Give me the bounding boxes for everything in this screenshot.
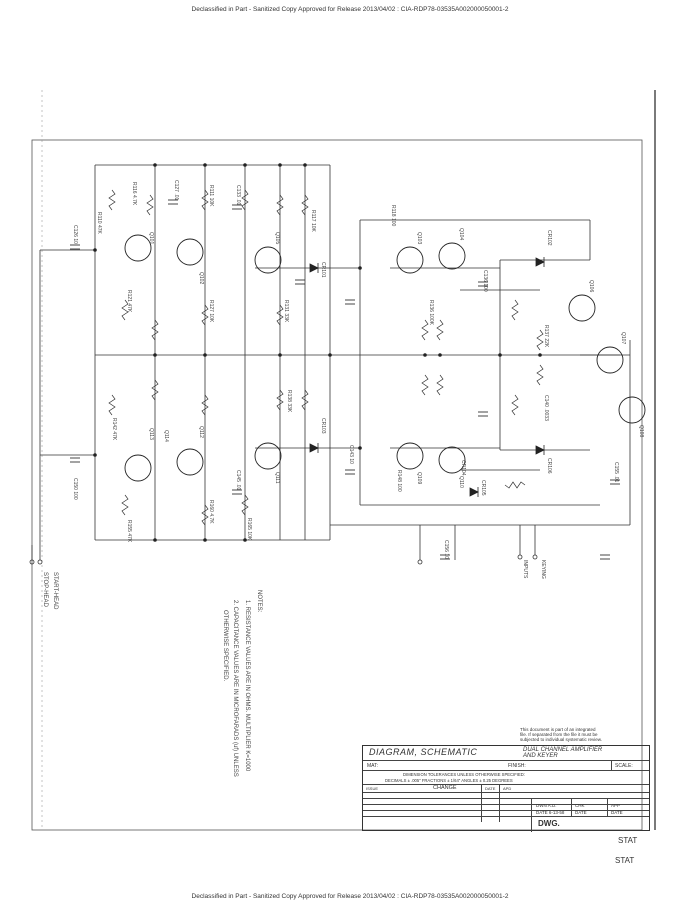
label-c145: C145 .01 [235, 470, 241, 491]
integrated-file-notice: This document is part of an integrated f… [520, 727, 603, 742]
label-c150: C150 100 [72, 478, 78, 500]
label-cr103: CR103 [320, 418, 326, 434]
approved-by: APP [611, 803, 621, 808]
inputs-label: INPUTS [522, 560, 528, 579]
label-q105: Q105 [274, 232, 280, 244]
label-q109: Q109 [416, 472, 422, 484]
junction-dots [93, 163, 542, 542]
label-r165: R165 10K [246, 518, 252, 541]
note-3: OTHERWISE SPECIFIED. [222, 610, 228, 682]
label-r131: R131 33K [283, 300, 289, 323]
note-2: 2. CAPACITANCE VALUES ARE IN MICROFARADS… [232, 600, 238, 777]
label-r118: R118 100 [390, 205, 396, 227]
transistor-q111 [254, 442, 282, 470]
checked-date: DATE [575, 810, 587, 815]
checked-by: CHK [575, 803, 585, 808]
label-r148: R148 100 [396, 470, 402, 492]
keying-label: KEYING [540, 560, 546, 579]
label-q104: Q104 [458, 228, 464, 240]
transistor-q101 [124, 234, 152, 262]
label-q108: Q108 [638, 425, 644, 437]
label-c133: C133 .01 [235, 185, 241, 206]
transistor-q102 [176, 238, 204, 266]
label-r127: R127 10K [208, 300, 214, 323]
note-1: 1. RESISTANCE VALUES ARE IN OHMS. MULTIP… [244, 600, 250, 772]
stat-stamp-1: STAT [618, 836, 638, 845]
label-q111: Q111 [274, 472, 280, 484]
label-c136: C136 100 [482, 270, 488, 292]
diode-symbols [309, 257, 545, 497]
label-cr102: CR102 [546, 230, 552, 246]
drawing-number: DWG. [538, 819, 560, 828]
notes-heading: NOTES: [256, 590, 262, 613]
label-q102: Q102 [198, 272, 204, 284]
transistor-q104 [438, 242, 466, 270]
transistor-q108 [618, 396, 646, 424]
drawing-subtitle-2: AND KEYER [523, 753, 558, 759]
transistor-q103 [396, 246, 424, 274]
label-q101: Q101 [148, 232, 154, 244]
label-cr106: CR106 [546, 458, 552, 474]
label-q113: Q113 [148, 428, 154, 440]
label-q114: Q114 [163, 430, 169, 442]
resistor-symbols [108, 189, 544, 526]
component-labels: R110 47K R111 10K R116 4.7K R117 10K R11… [72, 180, 644, 559]
input-terminals [29, 525, 538, 565]
label-c127: C127 .01 [173, 180, 179, 201]
label-cr101: CR101 [320, 262, 326, 278]
revision-header-row: ISSUE CHANGE DATE APD [363, 784, 649, 792]
approved-date: DATE [611, 810, 623, 815]
label-c126: C126 10 [72, 225, 78, 244]
label-c143: C143 10 [348, 445, 354, 464]
start-head-label: START-HEAD [52, 572, 58, 610]
label-q110: Q110 [458, 476, 464, 488]
label-r160: R160 4.7K [208, 500, 214, 524]
capacitor-symbols [70, 199, 620, 560]
tolerance-row: DIMENSION TOLERANCES UNLESS OTHERWISE SP… [363, 770, 649, 784]
label-q106: Q106 [588, 280, 594, 292]
transistor-symbols [124, 234, 646, 482]
transistor-q112 [176, 448, 204, 476]
label-r111: R111 10K [208, 185, 214, 207]
drawn-date: DATE 6-13-58 [536, 810, 565, 815]
label-r142: R142 47K [111, 418, 117, 441]
label-q107: Q107 [620, 332, 626, 344]
rail-lines [39, 164, 631, 545]
drawing-subtitle-1: DUAL CHANNEL AMPLIFIER [523, 747, 603, 753]
transistor-q107 [596, 346, 624, 374]
label-c155: C155 .01 [613, 462, 619, 483]
label-r136: R136 100K [428, 300, 434, 326]
label-cr105: CR105 [480, 480, 486, 496]
label-r137: R137 22K [543, 325, 549, 348]
label-r117: R117 10K [310, 210, 316, 233]
declassification-header: Declassified in Part - Sanitized Copy Ap… [191, 6, 509, 13]
label-r116: R116 4.7K [131, 182, 137, 206]
mat-finish-row: MAT: FINISH: SCALE: [363, 760, 649, 770]
stop-head-label: STOP-HEAD [42, 572, 48, 607]
drawn-by: DWN A.D. [536, 803, 557, 808]
label-q112: Q112 [198, 426, 204, 438]
transistor-q113 [124, 454, 152, 482]
transistor-q110 [438, 446, 466, 474]
stat-stamp-2: STAT [615, 856, 635, 865]
label-r155: R155 47K [126, 520, 132, 543]
transistor-q109 [396, 442, 424, 470]
label-r138: R138 33K [286, 390, 292, 413]
label-r110: R110 47K [96, 212, 102, 235]
title-block: DIAGRAM, SCHEMATIC DUAL CHANNEL AMPLIFIE… [362, 745, 650, 832]
label-c140: C140 .0033 [543, 395, 549, 421]
declassification-footer: Declassified in Part - Sanitized Copy Ap… [191, 893, 509, 900]
label-cr104: CR104 [460, 460, 466, 476]
transistor-q106 [568, 294, 596, 322]
label-c156: C156 10 [443, 540, 449, 559]
transistor-q105 [254, 246, 282, 274]
drawing-title: DIAGRAM, SCHEMATIC [369, 747, 478, 757]
drawing-border [31, 139, 643, 831]
label-q103: Q103 [416, 232, 422, 244]
label-r121: R121 47K [126, 290, 132, 313]
